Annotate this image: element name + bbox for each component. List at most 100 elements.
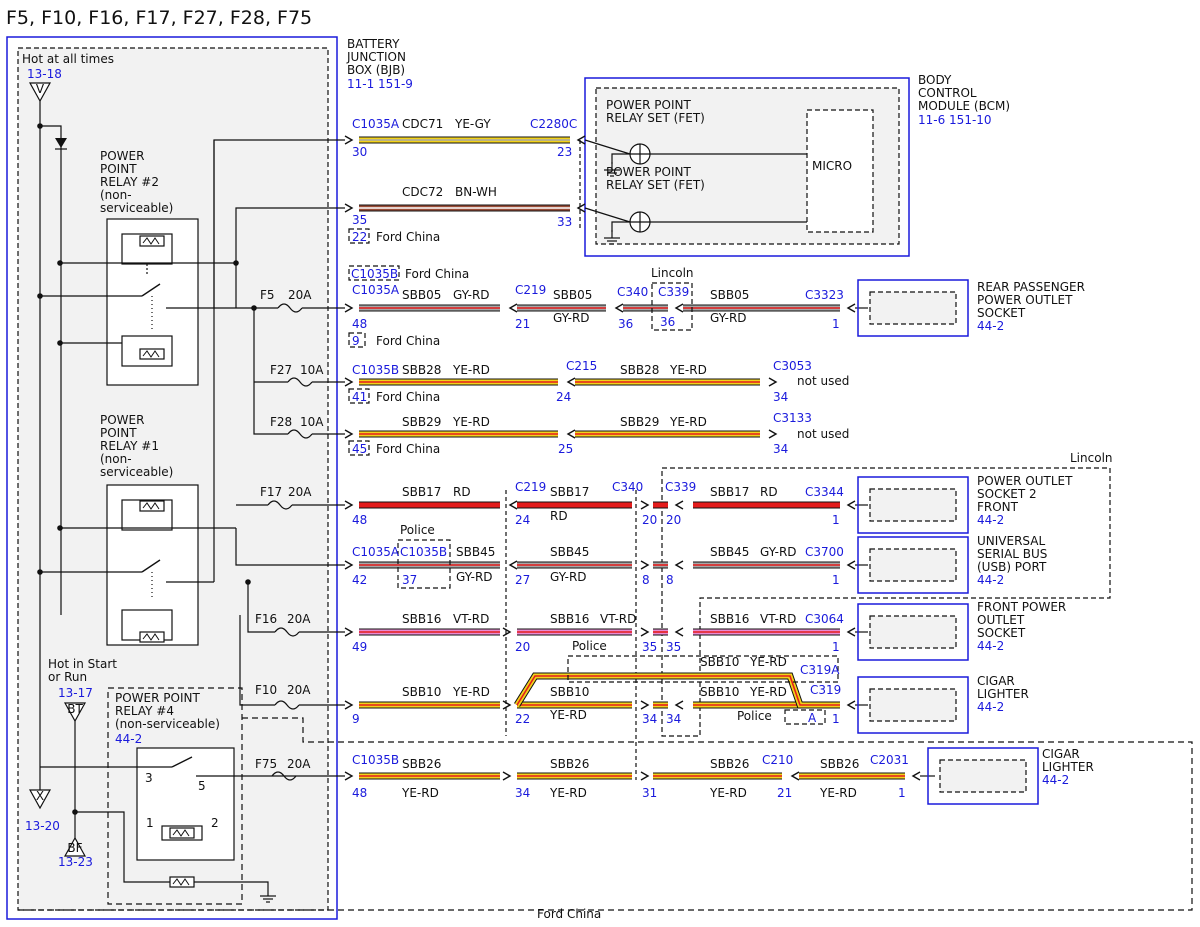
pin-8b: 8 <box>666 573 674 587</box>
f17-rating: 20A <box>288 485 312 499</box>
relay2-label: (non- <box>100 188 132 202</box>
circ-sbb45-2: SBB45 <box>550 545 589 559</box>
pin-9: 9 <box>352 334 360 348</box>
pin-48c: 48 <box>352 786 367 800</box>
relay1-label: POWER <box>100 413 144 427</box>
circ-sbb29-2: SBB29 <box>620 415 659 429</box>
pin-1e: 1 <box>832 712 840 726</box>
ref-13-23-label: 13-23 <box>58 855 93 869</box>
f17-label: F17 <box>260 485 282 499</box>
circ-sbb28: SBB28 <box>402 363 441 377</box>
relay-coil-icon <box>139 631 165 643</box>
color-ye-rd-7: YE-RD <box>749 685 787 699</box>
component-1-frame <box>857 476 969 534</box>
arrow-right-icon <box>344 500 354 510</box>
pin-34d: 34 <box>666 712 681 726</box>
ford-china-region <box>18 717 1193 911</box>
note-police-3: Police <box>737 709 772 723</box>
component-2-label: (USB) PORT <box>977 560 1047 574</box>
ford-pin9-box <box>348 332 366 348</box>
color-ye-rd-3: YE-RD <box>452 415 490 429</box>
note-ford-china-3: Ford China <box>376 334 440 348</box>
pin-25: 25 <box>558 442 573 456</box>
component-1-label: FRONT <box>977 500 1019 514</box>
color-gy-rd-6: GY-RD <box>760 545 797 559</box>
circ-sbb28-2: SBB28 <box>620 363 659 377</box>
f10-feed <box>239 615 275 706</box>
pin-21: 21 <box>515 317 530 331</box>
relay-coil-icon <box>169 876 195 888</box>
component-5-inner <box>939 759 1027 793</box>
arrow-right-icon <box>502 627 512 637</box>
splice-dot <box>37 569 43 575</box>
pin-20c: 20 <box>515 640 530 654</box>
arrow-left-icon <box>674 700 684 710</box>
police-c1035b-box <box>397 539 451 589</box>
arrow-right-icon <box>344 135 354 145</box>
arrow-left-icon <box>790 771 800 781</box>
relay2-label: serviceable) <box>100 201 173 215</box>
component-0-label: POWER OUTLET <box>977 293 1073 307</box>
conn-c219-2: C219 <box>515 480 546 494</box>
fet-1-gnd <box>611 153 630 164</box>
pin-bt-icon <box>63 702 87 723</box>
arrow-left-icon <box>576 135 586 145</box>
ford-pin45-box <box>348 440 370 456</box>
cdc72-to-fet <box>584 207 631 223</box>
relay4-label: RELAY #4 <box>115 704 174 718</box>
component-1-ref: 44-2 <box>977 513 1004 527</box>
relay4-label: (non-serviceable) <box>115 717 220 731</box>
conn-c340-2: C340 <box>612 480 643 494</box>
bcm-ref-label: 11-6 151-10 <box>918 113 992 127</box>
conn-c210: C210 <box>762 753 793 767</box>
circ-sbb26-4: SBB26 <box>820 757 859 771</box>
f5-fuse-icon <box>277 303 303 313</box>
arrow-left-icon <box>674 627 684 637</box>
pin-35: 35 <box>352 213 367 227</box>
pin-9b: 9 <box>352 712 360 726</box>
circ-cdc71: CDC71 <box>402 117 443 131</box>
color-ye-rd-p: YE-RD <box>749 655 787 669</box>
sbb45-feed <box>235 528 345 566</box>
component-0-frame <box>857 279 969 337</box>
relay1-coil-frame <box>121 499 173 531</box>
arrow-right-icon <box>768 429 778 439</box>
bjb-ref-label: 11-1 151-9 <box>347 77 413 91</box>
pin-x-icon-label: X <box>36 789 44 803</box>
arrow-right-icon <box>768 377 778 387</box>
color-rd: RD <box>453 485 471 499</box>
bjb-frame <box>6 36 338 920</box>
component-4-frame <box>857 676 969 734</box>
conn-c319: C319 <box>810 683 841 697</box>
component-2-frame <box>857 536 969 594</box>
f28-rating: 10A <box>300 415 324 429</box>
relay4-switch <box>171 756 193 768</box>
pin-34e: 34 <box>515 786 530 800</box>
pin-48b: 48 <box>352 513 367 527</box>
f5-rating: 20A <box>288 288 312 302</box>
circ-sbb26: SBB26 <box>402 757 441 771</box>
relay-set-1-label: RELAY SET (FET) <box>606 111 705 125</box>
arrow-left-icon <box>674 500 684 510</box>
pin-36b: 36 <box>660 315 675 329</box>
circ-sbb16-3: SBB16 <box>710 612 749 626</box>
conn-c215: C215 <box>566 359 597 373</box>
arrow-left-icon <box>508 560 518 570</box>
pin-35c: 35 <box>666 640 681 654</box>
color-gy-rd-4: GY-RD <box>456 570 493 584</box>
color-ye-rd-2: YE-RD <box>669 363 707 377</box>
hot-start-label: Hot in Start <box>48 657 117 671</box>
circ-sbb45-3: SBB45 <box>710 545 749 559</box>
relay-coil-icon <box>139 500 165 512</box>
conn-c1035a: C1035A <box>352 117 400 131</box>
conn-c339-2: C339 <box>665 480 696 494</box>
circ-sbb17: SBB17 <box>402 485 441 499</box>
relay-coil-icon <box>169 827 195 839</box>
splice-dot <box>37 293 43 299</box>
relay4-pin5: 5 <box>198 779 206 793</box>
splice-dot <box>245 579 251 585</box>
conn-c2031: C2031 <box>870 753 909 767</box>
relay-coil-icon-zigzag <box>172 878 190 886</box>
color-ye-rd-11: YE-RD <box>819 786 857 800</box>
arrow-left-icon <box>576 203 586 213</box>
